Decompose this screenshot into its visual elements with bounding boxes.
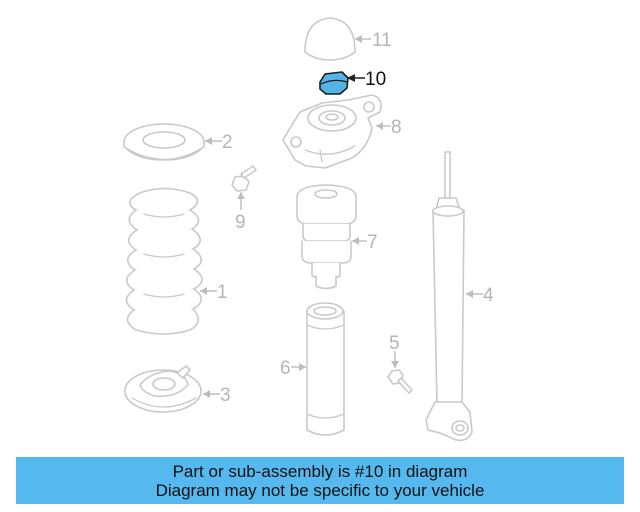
callout-label-7: 7 bbox=[367, 232, 378, 253]
callout-label-9: 9 bbox=[235, 212, 246, 233]
callout-label-1: 1 bbox=[217, 282, 228, 303]
callout-label-2: 2 bbox=[222, 132, 233, 153]
callout-4: 4 bbox=[466, 285, 494, 306]
part-8-strut-mount[interactable] bbox=[282, 94, 382, 169]
part-info-banner: Part or sub-assembly is #10 in diagram D… bbox=[16, 457, 624, 504]
part-7-bump-stop[interactable] bbox=[296, 184, 357, 290]
callout-label-5: 5 bbox=[389, 333, 400, 354]
part-4-shock-absorber[interactable] bbox=[425, 151, 473, 442]
banner-line-part-number: Part or sub-assembly is #10 in diagram bbox=[172, 462, 468, 481]
part-11-dust-cap[interactable] bbox=[304, 17, 356, 61]
callout-9: 9 bbox=[235, 192, 246, 233]
callout-11: 11 bbox=[355, 30, 392, 51]
part-1-coil-spring[interactable] bbox=[125, 187, 203, 335]
callout-label-8: 8 bbox=[391, 117, 402, 138]
callout-1: 1 bbox=[200, 282, 228, 303]
part-6-dust-boot[interactable] bbox=[306, 302, 345, 436]
callout-6: 6 bbox=[280, 358, 306, 379]
part-2-spring-seat-upper[interactable] bbox=[123, 123, 205, 161]
callout-label-11: 11 bbox=[372, 30, 392, 51]
callout-label-6: 6 bbox=[280, 358, 291, 379]
callout-3: 3 bbox=[203, 385, 231, 406]
callout-10: 10 bbox=[347, 69, 386, 90]
part-10-nut-highlighted[interactable] bbox=[319, 71, 349, 95]
callout-label-10: 10 bbox=[365, 69, 386, 90]
part-5-bolt[interactable] bbox=[387, 369, 413, 394]
callout-2: 2 bbox=[205, 132, 233, 153]
banner-line-disclaimer: Diagram may not be specific to your vehi… bbox=[155, 481, 485, 500]
callout-7: 7 bbox=[352, 232, 378, 253]
callout-label-4: 4 bbox=[483, 285, 494, 306]
part-3-spring-seat-lower[interactable] bbox=[124, 365, 202, 413]
part-9-bolt[interactable] bbox=[231, 165, 257, 192]
callout-8: 8 bbox=[376, 117, 402, 138]
callout-label-3: 3 bbox=[220, 385, 231, 406]
callout-5: 5 bbox=[389, 333, 400, 368]
